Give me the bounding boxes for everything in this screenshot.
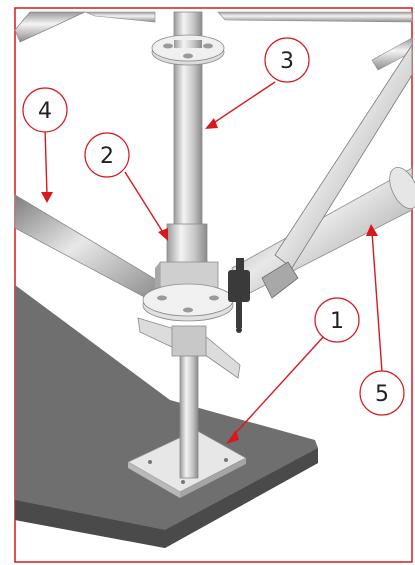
callout-2: 2 [84, 132, 130, 178]
svg-text:3: 3 [280, 49, 294, 74]
callout-3: 3 [264, 37, 310, 83]
vertical-standard-icon [166, 11, 208, 479]
svg-text:5: 5 [375, 382, 389, 407]
callout-5: 5 [359, 370, 405, 416]
ground-board-icon [15, 285, 318, 548]
horizontal-ledger-icon [14, 194, 161, 301]
upper-ledger-icon [14, 11, 413, 71]
coupler-clamp-icon [228, 258, 250, 333]
callout-4: 4 [22, 87, 68, 133]
svg-text:4: 4 [38, 99, 52, 124]
svg-text:2: 2 [100, 144, 114, 169]
callout-leaders [41, 81, 383, 444]
top-rosette-icon [151, 34, 225, 66]
svg-text:1: 1 [330, 309, 344, 334]
callout-1: 1 [314, 297, 360, 343]
diagonal-brace-icon [261, 43, 413, 299]
diagonal-ledger-right-icon [231, 167, 415, 301]
standard-collar-icon [137, 261, 241, 379]
